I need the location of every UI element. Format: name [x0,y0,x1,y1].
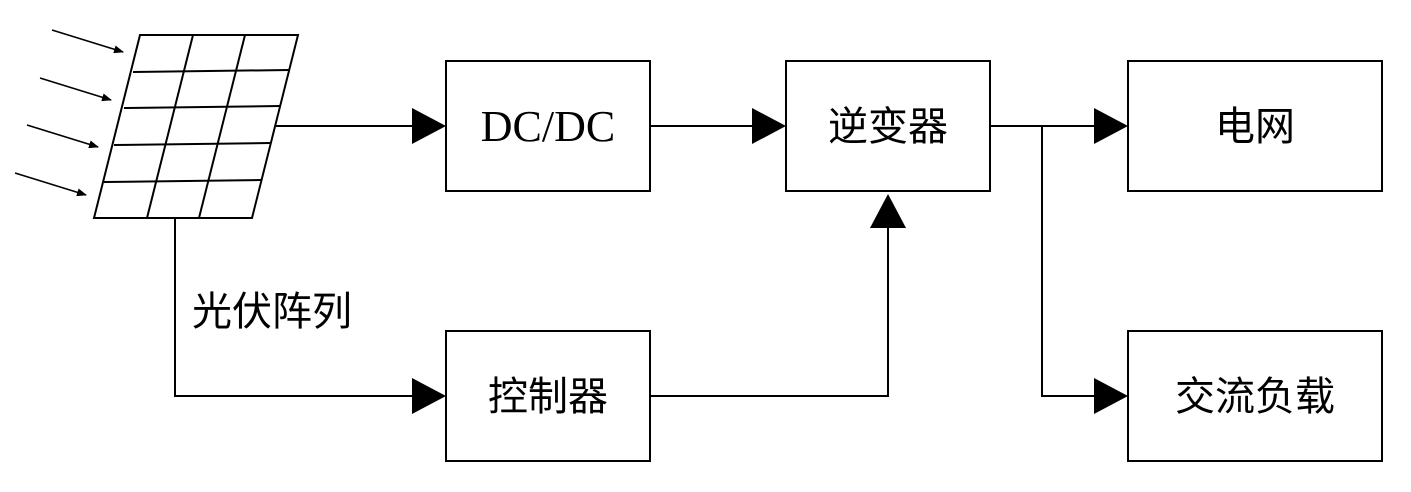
block-controller-label: 控制器 [488,374,608,420]
block-inverter-label: 逆变器 [828,104,948,150]
sunlight-ray [26,124,99,149]
arrowhead-dcdc [412,108,446,144]
solar-panel-row-line [113,142,271,146]
connection-wires [174,108,1128,414]
solar-panel-row-line [132,69,290,73]
pv-array-label: 光伏阵列 [192,289,352,335]
block-dcdc-label: DC/DC [481,102,615,151]
wire-pv-to-controller [174,218,418,397]
wire-inverter-to-ac-load [1041,126,1100,397]
solar-panel-column-line [146,34,194,219]
block-ac-load: 交流负载 [1127,330,1383,462]
wire-controller-to-inverter [650,222,889,397]
sunlight-rays-icon [14,29,124,197]
sunlight-ray [14,172,87,197]
sunlight-ray [51,29,124,54]
block-inverter-frame [785,60,991,192]
block-grid: 电网 [1127,60,1383,192]
block-ac-load-frame [1127,330,1383,462]
sunlight-ray [39,77,112,102]
block-dcdc: DC/DC [445,60,651,192]
arrowhead-ac-load [1094,378,1128,414]
block-inverter: 逆变器 [785,60,991,192]
solar-panel-column-line [198,34,246,219]
block-grid-frame [1127,60,1383,192]
arrowhead-inverter-bottom [870,194,906,228]
arrowhead-inverter [752,108,786,144]
block-controller: 控制器 [445,330,651,462]
arrowhead-controller [412,378,446,414]
block-grid-label: 电网 [1215,104,1295,150]
block-ac-load-label: 交流负载 [1175,374,1335,420]
block-controller-frame [445,330,651,462]
solar-panel-icon [92,34,300,219]
solar-panel-row-line [103,179,262,183]
solar-panel-row-line [123,105,281,109]
arrowhead-grid [1094,108,1128,144]
block-dcdc-frame [445,60,651,192]
solar-panel-frame [92,34,300,219]
